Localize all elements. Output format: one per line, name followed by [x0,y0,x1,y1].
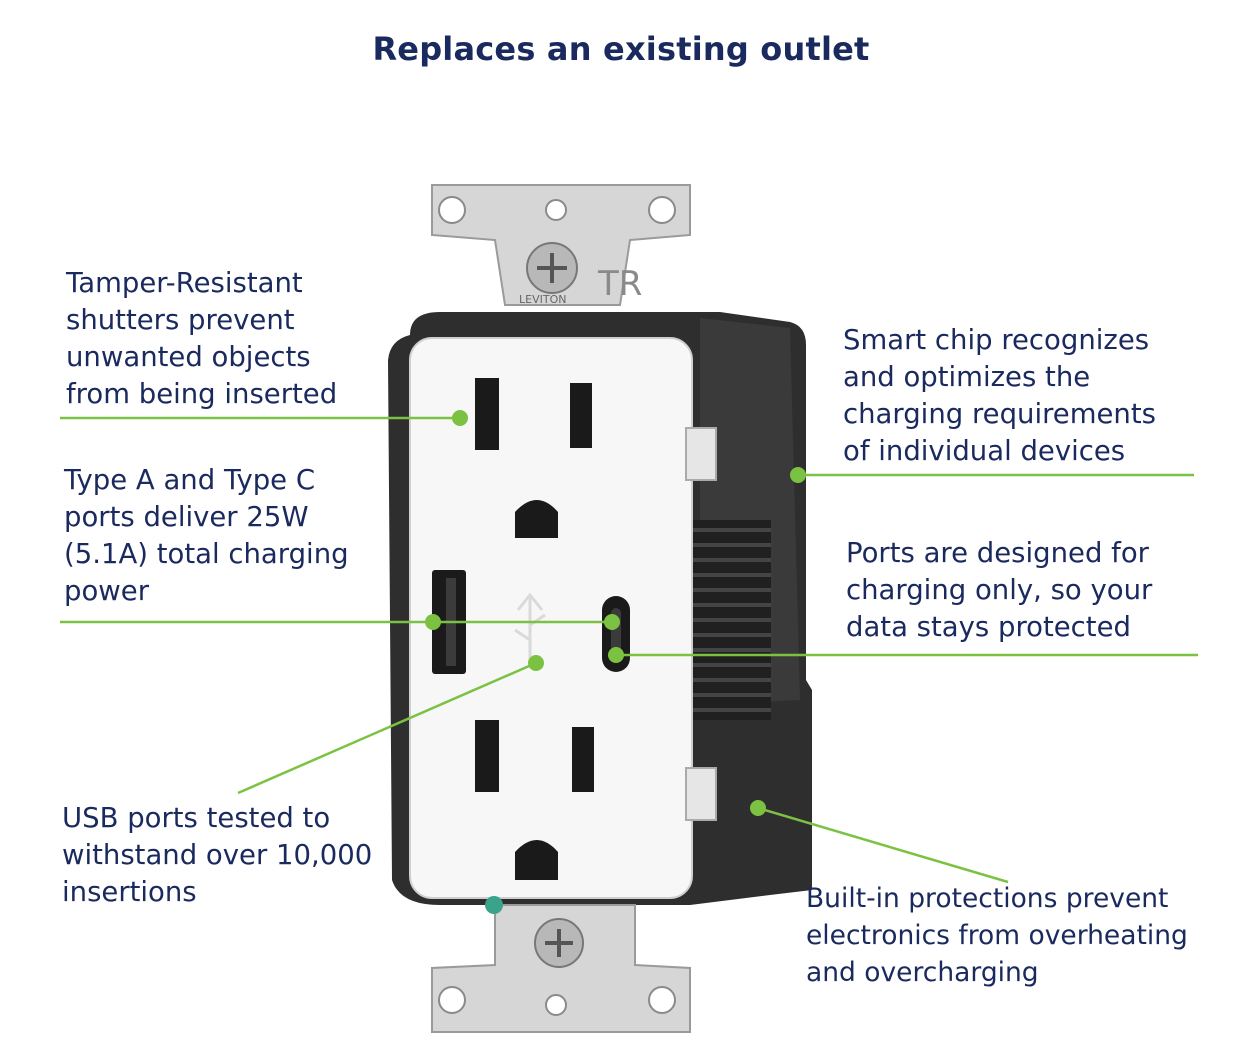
callout-line: of individual devices [843,435,1126,467]
callout-line: Tamper-Resistant [66,267,303,299]
callout-line: ports deliver 25W [64,501,309,533]
leader-protections [757,806,1009,884]
bottom-mounting-strap [431,896,691,1033]
callout-line: power [64,575,149,607]
lower-left-slot [475,720,499,792]
tr-mark: TR [597,264,642,304]
upper-ground-hole [515,500,558,538]
callout-smart-chip: Smart chip recognizes and optimizes the … [843,322,1156,470]
vent-grill [693,520,771,720]
ground-screw [485,896,503,914]
callout-line: Type A and Type C [64,464,316,496]
callout-line: (5.1A) total charging [64,538,349,570]
callout-line: Smart chip recognizes [843,324,1150,356]
usb-symbol-icon [514,592,546,660]
callout-line: data stays protected [846,611,1131,643]
page-title: Replaces an existing outlet [372,30,870,68]
callout-tamper-resistant: Tamper-Resistant shutters prevent unwant… [66,265,337,413]
callout-line: and optimizes the [843,361,1091,393]
upper-right-slot [570,383,592,448]
leader-lines [60,416,1198,884]
callout-line: shutters prevent [66,304,295,336]
lower-ground-hole [515,840,558,880]
callout-line: USB ports tested to [62,802,331,834]
upper-left-slot [475,378,499,450]
callout-usb-tested: USB ports tested to withstand over 10,00… [62,800,372,911]
callout-line: unwanted objects [66,341,311,373]
leader-dots [425,410,806,816]
callout-line: and overcharging [806,957,1039,988]
callout-line: withstand over 10,000 [62,839,373,871]
callout-line: charging only, so your [846,574,1153,606]
callout-charging-ports: Type A and Type C ports deliver 25W (5.1… [64,462,349,610]
callout-line: Ports are designed for [846,537,1149,569]
callout-line: Built-in protections prevent [806,883,1169,914]
callout-line: charging requirements [843,398,1156,430]
callout-line: insertions [62,876,197,908]
callout-line: electronics from overheating [806,920,1188,951]
callout-charging-only: Ports are designed for charging only, so… [846,535,1152,646]
leader-usb-tested [237,661,537,795]
brand-stamp: LEVITON [519,293,566,306]
top-mounting-strap: TR LEVITON [431,184,691,306]
callout-protections: Built-in protections prevent electronics… [806,880,1188,991]
lower-right-slot [572,727,594,792]
callout-line: from being inserted [66,378,338,410]
